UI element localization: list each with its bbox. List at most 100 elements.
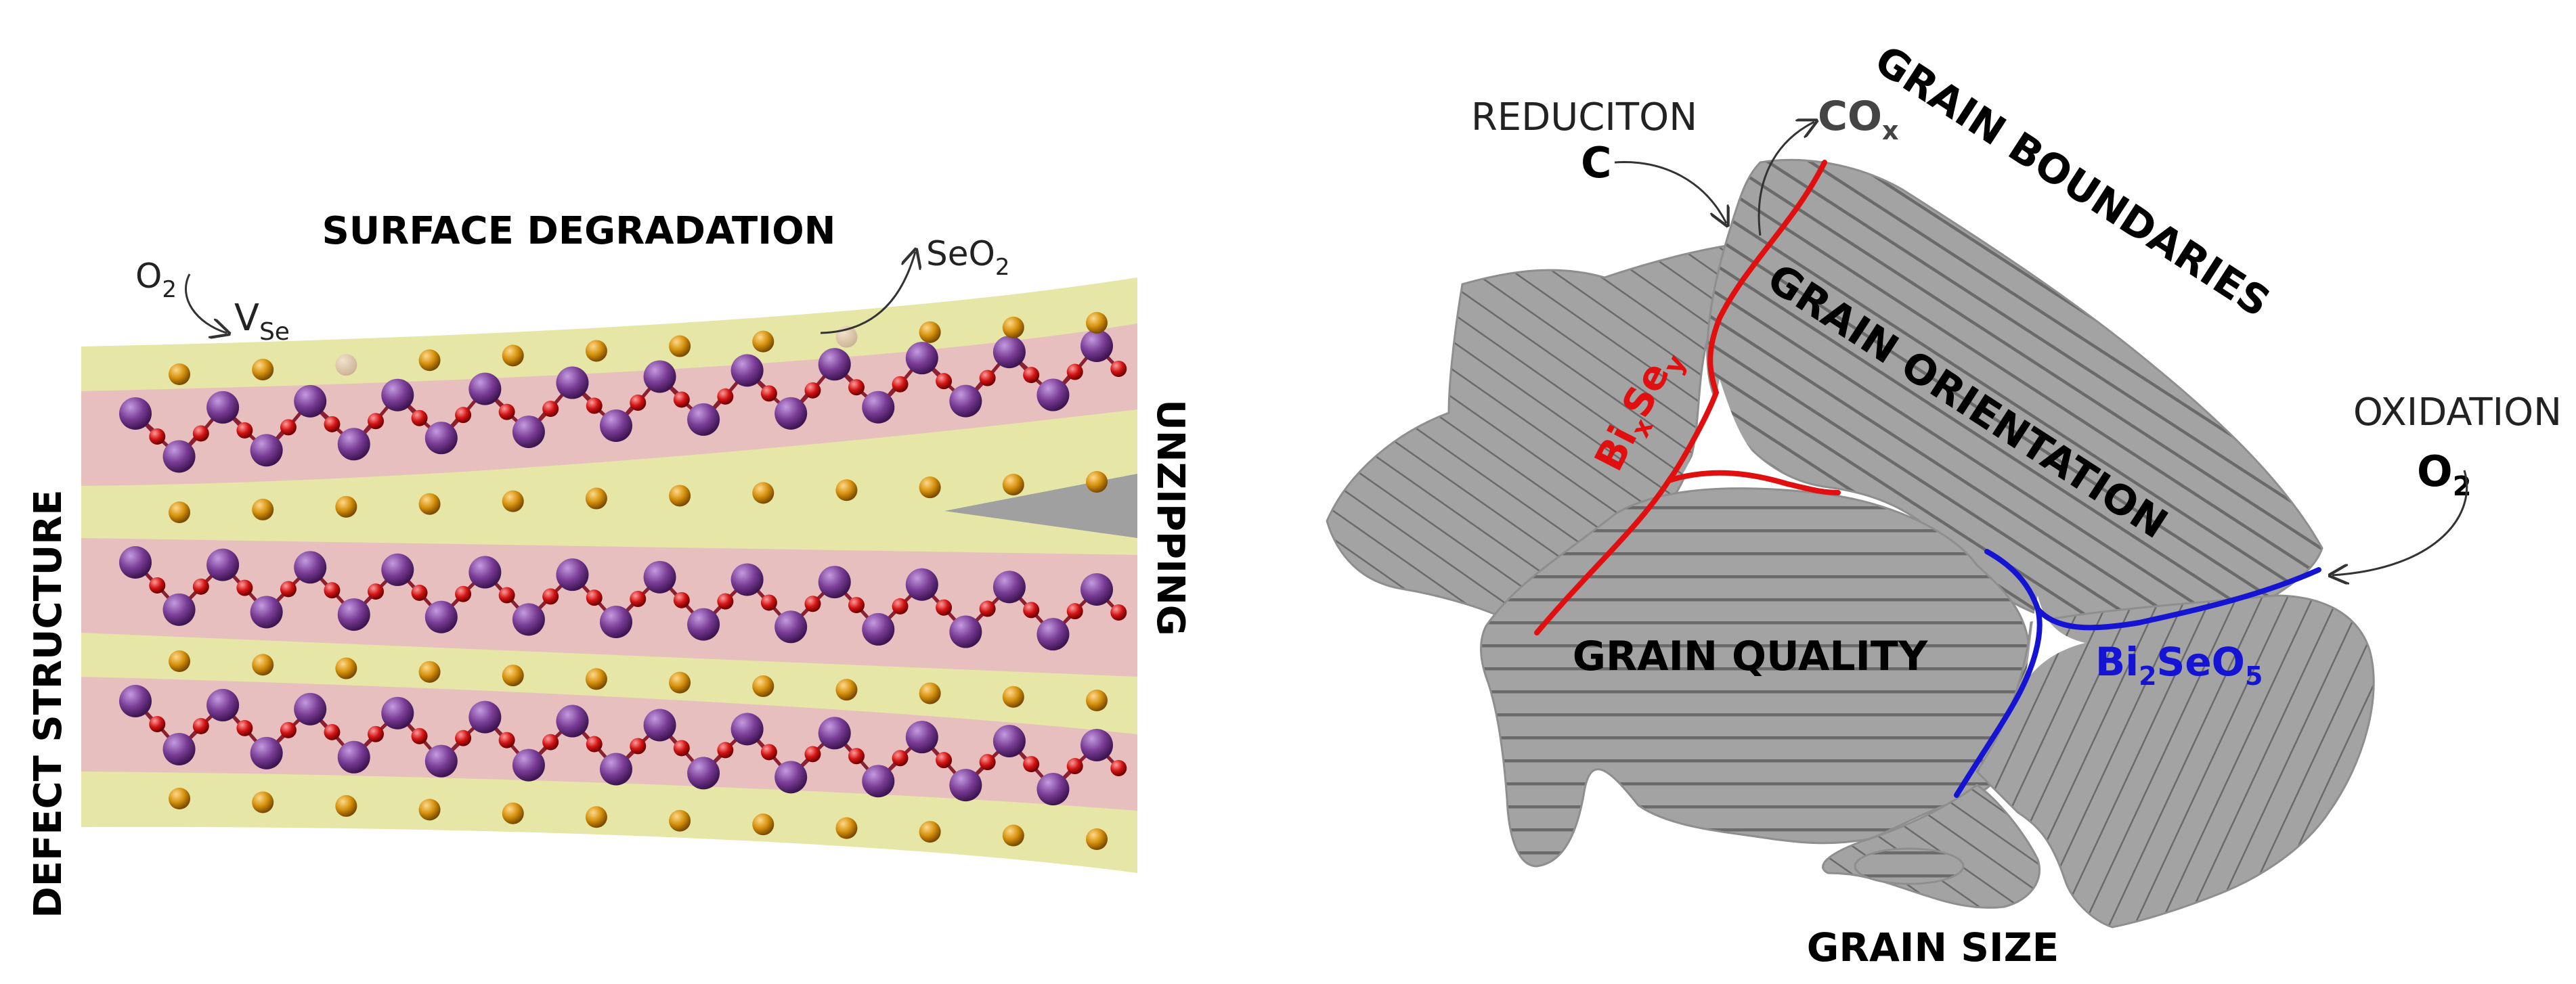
oxygen-atom — [192, 578, 209, 595]
selenium-atom — [502, 665, 524, 687]
oxygen-atom — [630, 395, 647, 411]
oxygen-atom — [717, 388, 734, 405]
oxygen-atom — [411, 728, 428, 744]
bismuth-atom — [468, 700, 502, 734]
oxygen-atom — [848, 597, 865, 614]
bismuth-atom — [687, 757, 720, 790]
oxygen-atom — [630, 738, 647, 755]
oxygen-atom — [936, 373, 953, 390]
bismuth-atom — [774, 397, 808, 430]
layered-crystal-panel: SURFACE DEGRADATION DEFECT STRUCTURE UNZ… — [26, 209, 1192, 918]
selenium-atom — [669, 809, 691, 832]
selenium-atom — [252, 654, 274, 676]
bismuth-atom — [992, 336, 1026, 369]
reduction-agent-label: C — [1581, 138, 1612, 187]
bismuth-atom — [862, 612, 895, 646]
bismuth-atom — [1036, 773, 1070, 806]
bismuth-atom — [905, 568, 938, 601]
selenium-atom — [585, 487, 607, 510]
selenium-atom — [752, 675, 774, 697]
bismuth-atom — [1036, 618, 1070, 651]
oxygen-atom — [192, 425, 209, 442]
defect-structure-label: DEFECT STRUCTURE — [26, 489, 70, 918]
selenium-atom — [252, 791, 274, 813]
oxygen-atom — [368, 725, 384, 742]
bismuth-atom — [381, 378, 414, 411]
seo2-arrow — [820, 252, 915, 334]
bismuth-atom — [818, 566, 851, 599]
oxygen-atom — [804, 746, 821, 763]
bismuth-atom — [949, 384, 982, 418]
oxygen-atom — [280, 419, 297, 436]
oxygen-atom — [630, 591, 647, 607]
selenium-atom — [502, 802, 524, 824]
selenium-atom — [919, 321, 941, 343]
selenium-atom — [752, 330, 774, 353]
oxygen-atom — [498, 587, 515, 604]
o2-arrow — [185, 273, 227, 333]
selenium-atom — [585, 806, 607, 828]
selenium-atom — [1086, 312, 1108, 334]
selenium-atom — [335, 795, 357, 817]
oxygen-atom — [192, 717, 209, 734]
bismuth-atom — [337, 598, 370, 631]
bismuth-atom — [468, 556, 502, 589]
oxygen-atom — [236, 719, 253, 736]
selenium-atom — [669, 335, 691, 357]
selenium-atom — [418, 493, 441, 515]
oxygen-atom — [673, 391, 690, 408]
bismuth-atom — [424, 744, 458, 778]
oxygen-atom — [368, 583, 384, 600]
selenium-atom — [1002, 474, 1024, 496]
vacancy-label: VSe — [234, 296, 290, 346]
oxygen-atom — [936, 752, 953, 769]
oxygen-atom — [368, 413, 384, 430]
reduction-arrow — [1614, 161, 1726, 223]
selenium-atom — [1086, 690, 1108, 711]
selenium-atom — [919, 682, 941, 705]
selenium-atom — [418, 661, 441, 683]
oxidation-agent-label: O2 — [2417, 447, 2472, 502]
oxygen-atom — [1023, 756, 1040, 773]
bismuth-atom — [600, 606, 632, 638]
bismuth-atom — [381, 553, 414, 586]
oxygen-atom — [586, 589, 603, 606]
unzipping-label: UNZIPPING — [1148, 399, 1192, 636]
bismuth-atom — [730, 713, 764, 746]
bismuth-atom — [905, 721, 938, 754]
oxygen-atom — [804, 596, 821, 612]
bismuth-atom — [424, 600, 458, 633]
bismuth-atom — [206, 390, 240, 424]
oxygen-atom — [760, 385, 777, 402]
oxygen-atom — [717, 593, 734, 610]
surface-degradation-label: SURFACE DEGRADATION — [322, 209, 835, 253]
selenium-atom — [169, 501, 190, 523]
bismuth-atom — [600, 753, 632, 786]
selenium-atom — [585, 668, 607, 690]
oxygen-atom — [979, 370, 996, 386]
bismuth-atom — [119, 397, 152, 430]
seo2-label: SeO2 — [926, 234, 1010, 281]
selenium-atom — [502, 344, 524, 367]
selenium-atom — [1086, 471, 1108, 493]
bismuth-atom — [818, 348, 851, 381]
oxygen-atom — [979, 600, 996, 617]
oxygen-atom — [892, 750, 909, 767]
bismuth-atom — [1080, 330, 1113, 362]
selenium-atom — [919, 821, 941, 843]
selenium-atom — [502, 490, 524, 512]
oxygen-atom — [149, 577, 166, 594]
unzipping-crack — [944, 474, 1137, 538]
grain-size-label: GRAIN SIZE — [1807, 924, 2059, 970]
bismuth-atom — [250, 434, 283, 467]
oxygen-atom — [236, 579, 253, 596]
selenium-atom — [252, 498, 274, 520]
bismuth-atom — [250, 596, 283, 629]
grain-boundary-panel: GRAIN BOUNDARIES GRAIN ORIENTATION GRAIN… — [1326, 37, 2562, 970]
bismuth-atom — [512, 603, 545, 636]
bismuth-atom — [1036, 378, 1070, 411]
bismuth-atom — [337, 740, 370, 774]
oxygen-atom — [1066, 603, 1083, 620]
oxygen-atom — [280, 721, 297, 738]
